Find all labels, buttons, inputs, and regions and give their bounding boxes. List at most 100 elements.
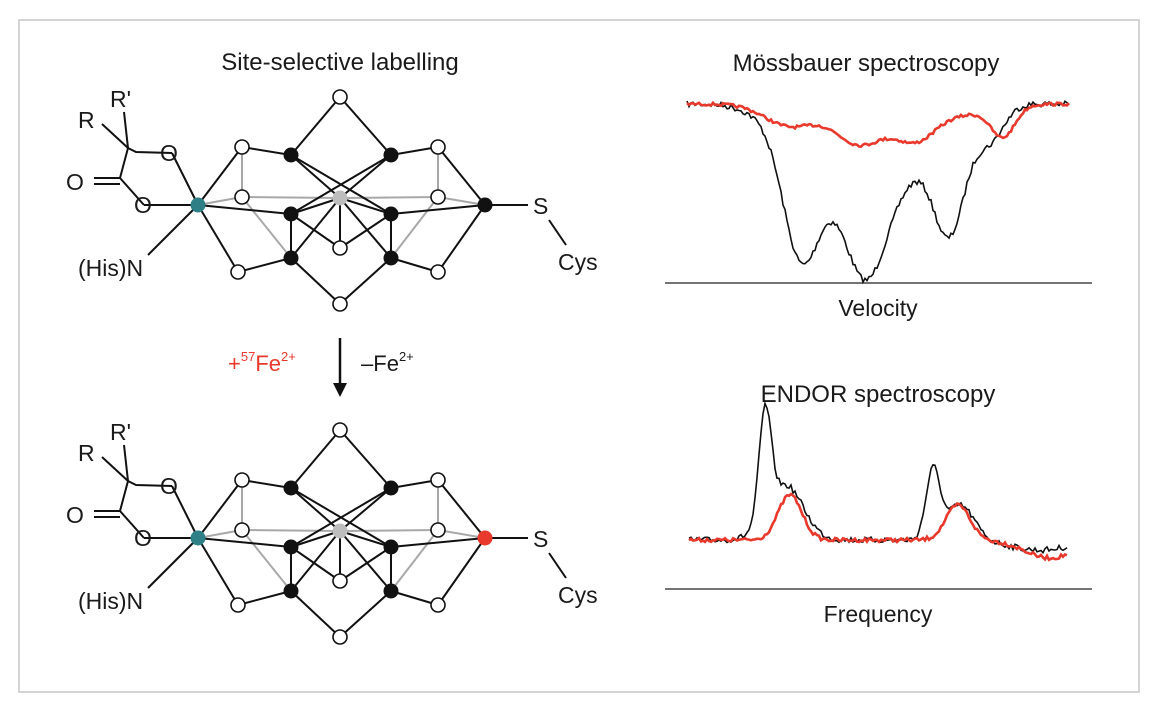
bond: [339, 530, 392, 548]
r-prime-label: R': [110, 86, 131, 112]
cysteine-label: Cys: [558, 249, 598, 275]
bond: [390, 204, 486, 215]
bond: [339, 154, 392, 199]
bond: [237, 590, 292, 606]
bond: [437, 479, 486, 539]
iron-atom: [283, 206, 299, 222]
ring-oxygen-label: O: [160, 140, 178, 166]
bond: [290, 197, 341, 259]
sulfur-label: S: [533, 526, 548, 552]
central-carbide-atom: [332, 190, 348, 206]
sulfur-atom: [332, 573, 348, 589]
terminal-iron-atom: [477, 197, 493, 213]
bond-back: [390, 529, 439, 592]
ligand-bond: [119, 510, 145, 539]
r-label: R: [78, 440, 95, 466]
bond: [339, 590, 392, 638]
sulfur-atom: [430, 139, 446, 155]
bond-back: [241, 196, 341, 199]
histidine-label: (His)N: [78, 255, 143, 281]
ligand-bond: [101, 123, 129, 149]
sulfur-label: S: [533, 193, 548, 219]
left-panel-title: Site-selective labelling: [221, 49, 458, 76]
iron-atom: [283, 147, 299, 163]
bond: [290, 546, 341, 582]
labelled-iron-atom: [477, 530, 493, 546]
molybdenum-atom: [190, 530, 206, 546]
iron-atom: [383, 539, 399, 555]
bond: [197, 204, 239, 273]
sulfur-atom: [234, 522, 250, 538]
iron-atom: [383, 583, 399, 599]
endor-spectrum: [688, 400, 1068, 562]
ligand-bond: [123, 111, 129, 149]
iron-atom: [383, 206, 399, 222]
bond: [290, 530, 341, 592]
iron-atom: [283, 539, 299, 555]
bond-back: [339, 529, 439, 532]
removed-iron-label: –Fe2+: [361, 349, 414, 376]
carbonyl-oxygen-label: O: [66, 502, 84, 528]
bond: [339, 530, 392, 592]
his-bond: [147, 204, 199, 256]
bond: [197, 537, 292, 548]
bond-back: [339, 196, 439, 199]
bond: [290, 590, 341, 638]
mossbauer-axis-label: Velocity: [838, 295, 918, 321]
molybdenum-atom: [190, 197, 206, 213]
bond: [339, 213, 392, 249]
bond: [339, 257, 392, 305]
endor-axis-label: Frequency: [824, 601, 933, 627]
ligand-bond: [123, 444, 129, 482]
ligand-bond: [119, 177, 145, 206]
bond: [339, 96, 392, 156]
carbonyl-oxygen-label: O: [66, 169, 84, 195]
bond: [197, 479, 243, 539]
sulfur-atom: [234, 189, 250, 205]
sulfur-atom: [234, 472, 250, 488]
iron-atom: [383, 250, 399, 266]
sulfur-atom: [430, 597, 446, 613]
bond: [197, 146, 243, 206]
ring-oxygen-label: O: [134, 525, 152, 551]
bond-back: [437, 196, 486, 206]
ring-oxygen-label: O: [134, 192, 152, 218]
mossbauer-trace-unlabelled: [686, 99, 1070, 285]
bond: [241, 479, 292, 489]
iron-atom: [383, 480, 399, 496]
bond: [237, 257, 292, 273]
iron-atom: [283, 250, 299, 266]
reaction-arrow: [333, 338, 347, 397]
ligand-bond: [171, 152, 199, 206]
bond: [390, 257, 439, 273]
sulfur-atom: [234, 139, 250, 155]
ligand-bond: [101, 456, 129, 482]
bond: [437, 204, 486, 273]
bond: [290, 487, 341, 532]
bond: [290, 429, 341, 489]
ligand-bond: [171, 485, 199, 539]
mossbauer-spectrum: [686, 99, 1070, 285]
ligand-bond: [119, 480, 129, 512]
bond: [339, 487, 392, 532]
bond-back: [241, 529, 292, 592]
central-carbide-atom: [332, 523, 348, 539]
bond: [290, 487, 392, 548]
bond: [197, 537, 239, 606]
bond: [437, 537, 486, 606]
ring-oxygen-label: O: [160, 473, 178, 499]
bond: [437, 146, 486, 206]
figure-frame: [18, 19, 1140, 693]
r-label: R: [78, 107, 95, 133]
cys-bond: [548, 219, 567, 246]
cys-bond: [548, 552, 567, 579]
bond: [390, 590, 439, 606]
endor-trace-unlabelled: [688, 400, 1068, 555]
ligand-bond: [127, 147, 173, 154]
bond: [390, 537, 486, 548]
sulfur-atom: [332, 240, 348, 256]
ligand-bond: [127, 480, 173, 487]
